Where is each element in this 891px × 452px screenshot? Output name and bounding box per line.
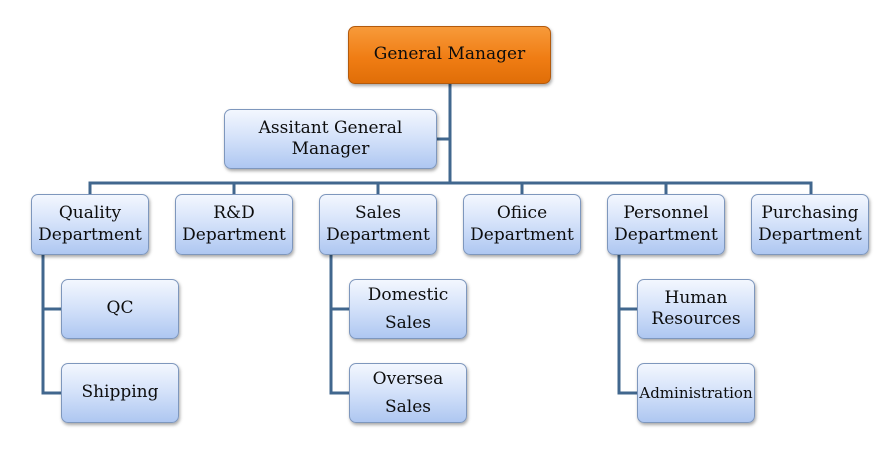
shipping-label: Shipping: [81, 382, 159, 403]
administration-label: Administration: [639, 383, 753, 402]
qc-node: QC: [61, 279, 179, 339]
personnel-department-label: Personnel Department: [614, 203, 718, 245]
personnel-department-node: Personnel Department: [607, 194, 725, 255]
oversea-sales-node: Oversea Sales: [349, 363, 467, 423]
domestic-sales-label: Domestic Sales: [367, 284, 449, 333]
sales-department-node: Sales Department: [319, 194, 437, 255]
qc-label: QC: [106, 298, 134, 319]
human-resources-label: Human Resources: [651, 287, 741, 329]
sales-department-label: Sales Department: [326, 203, 430, 245]
purchasing-department-label: Purchasing Department: [758, 203, 862, 245]
general-manager-node: General Manager: [348, 26, 551, 84]
quality-department-node: Quality Department: [31, 194, 149, 255]
purchasing-department-node: Purchasing Department: [751, 194, 869, 255]
human-resources-node: Human Resources: [637, 279, 755, 339]
domestic-sales-node: Domestic Sales: [349, 279, 467, 339]
office-department-node: Ofiice Department: [463, 194, 581, 255]
shipping-node: Shipping: [61, 363, 179, 423]
quality-department-label: Quality Department: [38, 203, 142, 245]
rd-department-node: R&D Department: [175, 194, 293, 255]
rd-department-label: R&D Department: [182, 203, 286, 245]
assistant-general-manager-label: Assitant General Manager: [258, 117, 403, 159]
general-manager-label: General Manager: [373, 44, 526, 65]
administration-node: Administration: [637, 363, 755, 423]
oversea-sales-label: Oversea Sales: [372, 368, 444, 417]
assistant-general-manager-node: Assitant General Manager: [224, 109, 437, 169]
office-department-label: Ofiice Department: [470, 203, 574, 245]
